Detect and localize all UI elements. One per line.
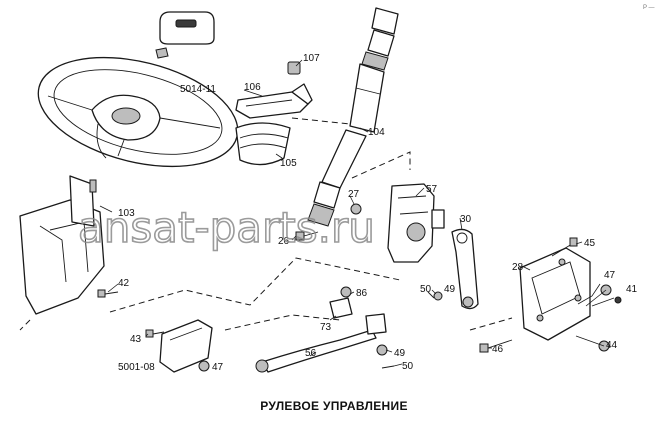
part-49-lower [376,344,388,356]
linkage-56 [255,313,387,373]
horn-cap [159,11,215,45]
bolt-43 [145,329,165,338]
leader-lines [99,59,615,367]
label-44: 44 [606,340,618,351]
label-27: 27 [348,189,360,200]
dashed-assembly-lines [19,117,513,331]
corner-mark: P — [643,5,655,11]
label-30: 30 [460,214,472,225]
label-105: 105 [280,158,297,169]
label-50-upper: 50 [420,284,432,295]
label-47-left: 47 [212,362,224,373]
label-56: 56 [305,348,317,359]
part-27 [350,203,362,215]
label-104: 104 [368,127,385,138]
part-labels: 107 5014-11 106 104 105 27 57 103 26 30 … [118,53,638,373]
steering-gearbox-57 [387,183,445,263]
nut-47-left [198,360,210,372]
bolt-45 [551,237,578,257]
label-42: 42 [118,278,130,289]
label-103: 103 [118,208,135,219]
label-28: 28 [512,262,524,273]
steering-column [307,7,399,227]
plate-5001-08 [159,319,213,373]
label-46: 46 [492,344,504,355]
washer-41 [614,296,622,304]
watermark-text: ansat-parts.ru [78,203,375,252]
label-107: 107 [303,53,320,64]
pitman-arm-30 [451,228,479,310]
cap-clip [155,47,169,59]
label-86: 86 [356,288,368,299]
pin-50-lower [381,365,395,369]
label-50-lower: 50 [402,361,414,372]
steering-wheel [37,56,239,168]
label-5001-08: 5001-08 [118,362,155,373]
label-41: 41 [626,284,638,295]
column-bracket-103 [19,175,105,315]
shroud-106 [235,83,313,119]
label-57: 57 [426,184,438,195]
pin-50-upper [427,291,435,299]
diagram-title: РУЛЕВОЕ УПРАВЛЕНИЕ [260,399,408,413]
label-43: 43 [130,334,142,345]
label-26: 26 [278,236,290,247]
label-45: 45 [584,238,596,249]
label-49-lower: 49 [394,348,406,359]
bolt-42 [97,289,119,298]
bracket-28 [519,247,591,341]
label-49-upper: 49 [444,284,456,295]
label-73: 73 [320,322,332,333]
label-47-right: 47 [604,270,616,281]
clamp-73 [329,286,353,319]
label-5014-11: 5014-11 [180,84,216,95]
label-106: 106 [244,82,261,93]
